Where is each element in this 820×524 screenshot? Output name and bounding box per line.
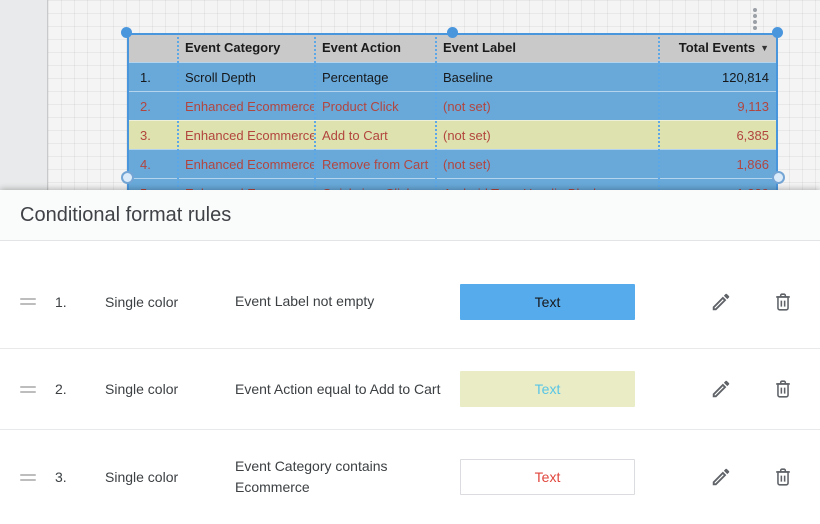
column-divider: [314, 33, 316, 207]
selection-handle-mid-left[interactable]: [121, 171, 134, 184]
edit-rule-button[interactable]: [708, 289, 734, 315]
conditional-format-panel: Conditional format rules 1. Single color…: [0, 190, 820, 524]
format-rule-row: 3. Single color Event Category contains …: [0, 430, 820, 524]
cell-event-action: Add to Cart: [322, 127, 388, 143]
cell-event-category: Enhanced Ecommerce: [185, 156, 314, 172]
selection-handle-top-left[interactable]: [121, 27, 132, 38]
cell-event-label: (not set): [443, 127, 491, 143]
selection-handle-top-right[interactable]: [772, 27, 783, 38]
table-row[interactable]: 4. Enhanced Ecommerce Remove from Cart (…: [127, 149, 778, 178]
trash-icon: [776, 292, 790, 311]
row-number: 2.: [140, 98, 151, 114]
table-row[interactable]: 2. Enhanced Ecommerce Product Click (not…: [127, 91, 778, 120]
trash-icon: [776, 468, 790, 486]
format-rule-row: 1. Single color Event Label not empty Te…: [0, 241, 820, 349]
rule-index: 1.: [55, 293, 67, 310]
cell-event-label: Baseline: [443, 69, 493, 85]
cell-event-action: Product Click: [322, 98, 399, 114]
edit-rule-button[interactable]: [708, 376, 734, 402]
row-number: 3.: [140, 127, 151, 143]
selection-handle-top-center[interactable]: [447, 27, 458, 38]
table-more-options-icon[interactable]: [750, 5, 760, 33]
cell-event-category: Scroll Depth: [185, 69, 256, 85]
table-row[interactable]: 3. Enhanced Ecommerce Add to Cart (not s…: [127, 120, 778, 149]
cell-event-action: Remove from Cart: [322, 156, 429, 172]
delete-rule-button[interactable]: [770, 464, 796, 490]
row-number: 1.: [140, 69, 151, 85]
rule-condition: Event Action equal to Add to Cart: [235, 380, 441, 397]
drag-handle-icon[interactable]: [20, 473, 55, 481]
pencil-icon: [712, 468, 730, 486]
delete-rule-button[interactable]: [770, 289, 796, 315]
pencil-icon: [712, 293, 730, 310]
header-total-events[interactable]: Total Events ▼: [658, 33, 778, 62]
rule-index: 3.: [55, 469, 67, 485]
panel-header: Conditional format rules: [0, 190, 820, 241]
header-row-number: [127, 33, 177, 62]
edit-rule-button[interactable]: [708, 464, 734, 490]
rule-color-swatch[interactable]: Text: [460, 283, 635, 320]
cell-total-events: 6,385: [736, 127, 769, 143]
cell-total-events: 1,866: [736, 156, 769, 172]
row-number: 4.: [140, 156, 151, 172]
rule-color-swatch[interactable]: Text: [460, 371, 635, 407]
format-rule-row: 2. Single color Event Action equal to Ad…: [0, 349, 820, 430]
selection-handle-mid-right[interactable]: [772, 171, 785, 184]
cell-event-action: Percentage: [322, 69, 389, 85]
column-divider: [435, 33, 437, 207]
rule-type: Single color: [105, 293, 179, 310]
cell-event-label: (not set): [443, 98, 491, 114]
rule-color-swatch[interactable]: Text: [460, 459, 635, 495]
cell-total-events: 120,814: [722, 69, 769, 85]
cell-event-category: Enhanced Ecommerce: [185, 98, 314, 114]
column-divider: [658, 33, 660, 207]
rule-index: 2.: [55, 381, 67, 397]
cell-event-label: (not set): [443, 156, 491, 172]
panel-title: Conditional format rules: [20, 203, 232, 226]
drag-handle-icon[interactable]: [20, 298, 55, 305]
drag-handle-icon[interactable]: [20, 385, 55, 393]
header-event-category[interactable]: Event Category: [185, 40, 281, 55]
trash-icon: [776, 380, 790, 398]
header-event-action[interactable]: Event Action: [322, 40, 401, 55]
column-divider: [177, 33, 179, 207]
rule-condition: Event Label not empty: [235, 293, 375, 309]
pencil-icon: [712, 380, 730, 398]
cell-total-events: 9,113: [737, 98, 769, 114]
rule-condition: Event Category contains Ecommerce: [235, 458, 388, 495]
sort-descending-icon[interactable]: ▼: [760, 42, 769, 53]
header-total-events-label: Total Events: [678, 40, 756, 55]
delete-rule-button[interactable]: [770, 376, 796, 402]
rule-type: Single color: [105, 381, 179, 397]
header-event-label[interactable]: Event Label: [443, 40, 516, 55]
table-row[interactable]: 1. Scroll Depth Percentage Baseline 120,…: [127, 62, 778, 91]
cell-event-category: Enhanced Ecommerce: [185, 127, 314, 143]
data-table[interactable]: Event Category Event Action Event Label …: [127, 33, 778, 207]
rule-type: Single color: [105, 469, 179, 485]
